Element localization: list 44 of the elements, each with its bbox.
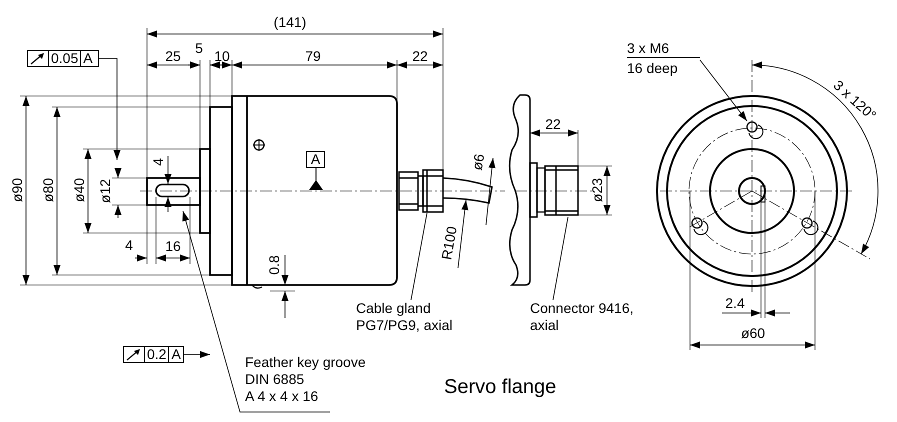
dimension-label: 10 <box>214 48 230 64</box>
tolerance-value: 0.05 <box>48 51 80 66</box>
callout-text: A 4 x 4 x 16 <box>245 388 320 405</box>
tolerance-frame <box>123 346 184 363</box>
caption: Servo flange <box>444 376 556 399</box>
dimension-label: 16 <box>165 238 181 254</box>
dimension-label: ø90 <box>9 178 25 202</box>
leader-line <box>700 60 748 122</box>
dimension-label: 22 <box>412 48 428 64</box>
dimension-label: 5 <box>195 40 203 56</box>
tolerance-value: 0.2 <box>144 347 168 362</box>
datum-label: A <box>306 151 325 168</box>
dimension-label: 4 <box>125 237 133 253</box>
callout-text: 16 deep <box>627 60 679 77</box>
leader-line <box>184 351 210 358</box>
dimension-label: 3 x 120° <box>830 76 880 124</box>
tolerance-frame <box>27 50 99 67</box>
leader-line <box>98 58 120 160</box>
dimension-label: ø80 <box>40 178 56 202</box>
dimension-label: (141) <box>274 14 306 30</box>
dimension-label: 25 <box>165 48 181 64</box>
dimension-label: 4 <box>150 158 166 166</box>
dimension-label: 0.8 <box>266 255 282 275</box>
dimension-label: R100 <box>438 225 460 261</box>
leader-line <box>410 212 428 300</box>
callout-text: axial <box>530 317 560 334</box>
dimension-label: ø60 <box>740 325 766 341</box>
leader-line <box>182 210 330 412</box>
dimension-label: 79 <box>305 48 321 64</box>
callout-text: Feather key groove <box>245 354 367 371</box>
tolerance-value: A <box>80 51 95 66</box>
dimension-label: 22 <box>545 116 561 132</box>
dimension-label: ø6 <box>468 152 488 172</box>
dimension-label: ø12 <box>97 178 113 204</box>
dimension-label: ø40 <box>71 178 87 202</box>
callout-text: Connector 9416, <box>530 300 635 317</box>
leader-line <box>552 216 568 300</box>
tolerance-value: A <box>168 347 183 362</box>
callout-text: PG7/PG9, axial <box>356 317 454 334</box>
callout-text: 3 x M6 <box>627 40 700 58</box>
callout-text: Cable gland <box>356 300 432 317</box>
callout-text: DIN 6885 <box>245 371 306 388</box>
dimension-label: 2.4 <box>725 295 745 311</box>
dimension-label: ø23 <box>589 178 605 202</box>
